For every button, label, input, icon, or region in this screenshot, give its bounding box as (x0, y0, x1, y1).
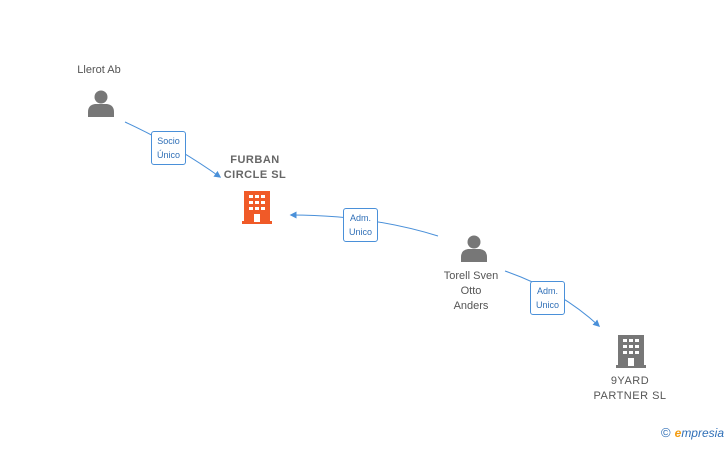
node-label-line: PARTNER SL (593, 390, 667, 402)
node-label-furban[interactable]: FURBAN CIRCLE SL (205, 153, 305, 183)
brand-logo-text: mpresia (681, 426, 724, 440)
person-icon[interactable] (461, 235, 487, 263)
edge-label-line: Unico (536, 300, 560, 310)
edge-label-line: Adm. (537, 286, 559, 296)
edge-label-adm-unico-9yard: Adm. Unico (530, 281, 566, 315)
node-label-line: 9YARD (610, 375, 650, 387)
edge-label-line: Único (157, 150, 181, 160)
building-icon[interactable] (616, 335, 646, 368)
edge-label-socio-unico: Socio Único (151, 131, 187, 165)
node-label-9yard[interactable]: 9YARD PARTNER SL (578, 374, 682, 404)
person-icon[interactable] (88, 90, 114, 118)
node-label-line: CIRCLE SL (223, 169, 287, 181)
node-label-line: Otto (460, 285, 482, 297)
node-label-torell[interactable]: Torell Sven Otto Anders (426, 269, 516, 314)
node-label-text: Llerot Ab (77, 64, 121, 76)
node-label-llerot[interactable]: Llerot Ab (60, 63, 138, 78)
node-label-line: Anders (453, 300, 489, 312)
empresia-watermark: ©empresia (661, 425, 724, 440)
edge-label-line: Adm. (350, 213, 372, 223)
node-label-line: Torell Sven (443, 270, 499, 282)
edge-label-adm-unico-furban: Adm. Unico (343, 208, 379, 242)
brand-logo-e: e (674, 426, 682, 440)
copyright-icon: © (661, 425, 671, 440)
edge-label-line: Unico (349, 227, 373, 237)
edge-label-line: Socio (157, 136, 180, 146)
node-label-line: FURBAN (230, 154, 280, 166)
building-icon[interactable] (242, 191, 272, 224)
